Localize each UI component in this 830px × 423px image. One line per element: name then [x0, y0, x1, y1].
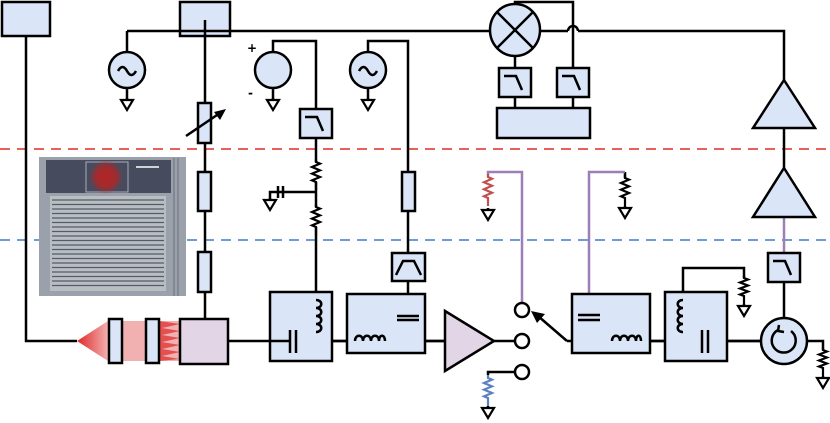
lowpass-filter — [298, 107, 334, 140]
inner-components — [270, 186, 761, 353]
matching-network-box — [345, 292, 427, 355]
bias-tee-box — [268, 290, 334, 363]
detector-box — [178, 317, 230, 366]
ground-icon — [815, 376, 830, 391]
resistor-icon — [309, 204, 323, 235]
circulator — [759, 316, 809, 366]
ground-icon — [617, 206, 633, 221]
variable-resistor — [185, 101, 226, 145]
dc-source — [253, 50, 293, 90]
minus-label: - — [248, 86, 253, 100]
ground-icon — [736, 304, 752, 319]
termination-resistor-icon — [815, 347, 830, 376]
tank-box — [663, 290, 729, 363]
termination-resistor-icon — [618, 175, 632, 206]
resistor-icon — [309, 159, 323, 190]
digitizer-box — [495, 106, 592, 140]
lowpass-filter — [766, 251, 802, 284]
device-micrograph — [39, 157, 186, 296]
ac-source-2 — [348, 50, 388, 90]
purple-wire-hot-termination — [486, 170, 524, 303]
ground-icon — [265, 98, 281, 113]
ground-icon — [480, 208, 496, 223]
resistor — [196, 170, 213, 213]
laser-beam — [77, 317, 180, 365]
lowpass-filter — [497, 66, 533, 99]
purple-wire-coupler — [587, 170, 625, 315]
hot-termination-resistor-icon — [481, 174, 495, 206]
ac-source-1 — [107, 50, 147, 90]
ground-icon — [480, 406, 496, 421]
termination-resistor-icon — [736, 275, 752, 304]
mixer — [488, 2, 542, 58]
amplifier-hemt — [750, 165, 818, 219]
rf-switch[interactable] — [513, 301, 568, 381]
coupler-box — [570, 292, 652, 355]
plus-label: + — [247, 41, 257, 55]
instrument-box-left — [0, 0, 52, 38]
amplifier-room-temp — [750, 77, 818, 130]
amplifier-cryo — [443, 308, 497, 374]
bandpass-filter — [390, 251, 427, 283]
ground-icon — [119, 98, 135, 113]
ground-icon — [360, 98, 376, 113]
ground-icon — [262, 198, 278, 213]
resistor — [196, 250, 213, 294]
resistor — [400, 170, 417, 213]
ground-symbols — [119, 98, 830, 421]
lowpass-filter — [555, 66, 591, 99]
cold-termination-resistor-icon — [481, 375, 495, 406]
